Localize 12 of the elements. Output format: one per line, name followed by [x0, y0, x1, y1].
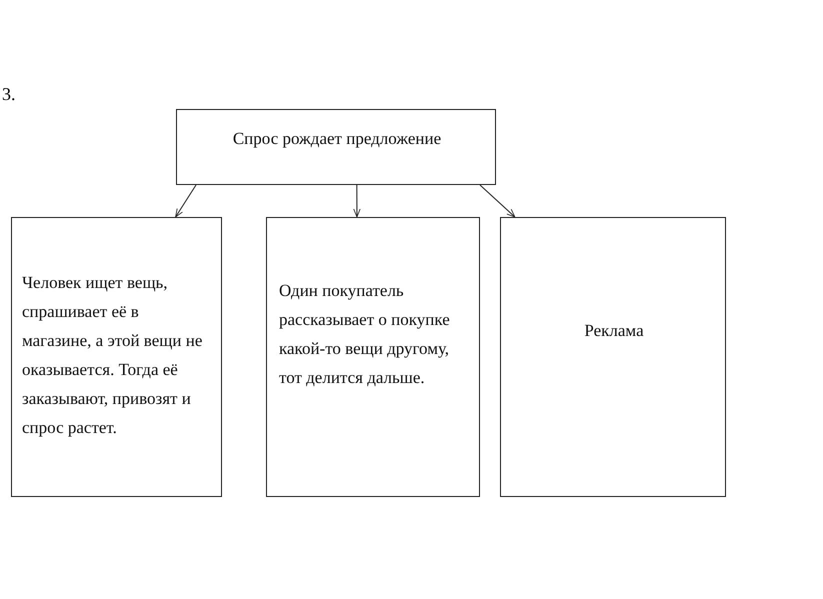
item-number: 3.	[2, 84, 16, 105]
text-box	[266, 217, 480, 497]
text-box	[176, 109, 496, 185]
arrow	[353, 184, 360, 218]
arrow	[480, 184, 516, 218]
arrow	[175, 184, 196, 218]
text-box	[11, 217, 222, 497]
box-text: Человек ищет вещь, спрашивает её в магазине, а этой вещи не оказывается. Тогда её заказывают, привозят и спрос растет.	[22, 272, 204, 439]
box-text: Спрос рождает предложение	[232, 128, 442, 150]
text-box	[500, 217, 726, 497]
box-text: Реклама	[583, 320, 645, 342]
box-text: Один покупатель рассказывает о покупке какой-то вещи другому, тот делится дальше.	[279, 280, 451, 389]
